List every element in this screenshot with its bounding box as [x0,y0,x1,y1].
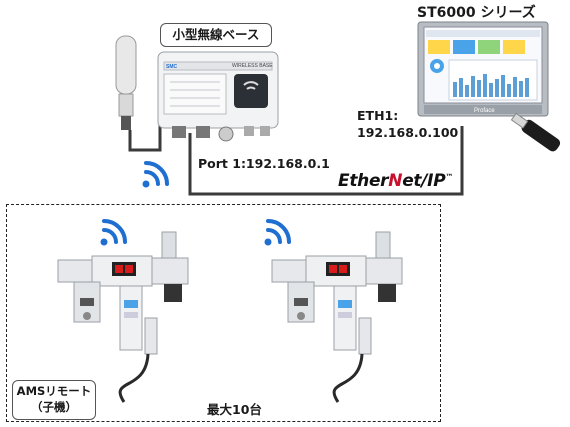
ethernetip-part-c: et/IP [402,171,446,191]
ams-group-box [6,204,441,422]
wifi-icon [264,219,291,246]
ams-remote-unit [57,231,189,403]
max-units-label: 最大10台 [207,402,262,417]
ams-remote-label: AMSリモート （子機） [12,380,96,420]
st6000-hmi [417,21,549,117]
usb-stick-icon [510,112,561,152]
ethernetip-part-a: Ether [338,171,389,191]
ams-line2: （子機） [31,400,77,414]
eth1-line1: ETH1: [357,108,399,123]
ethernetip-part-b: N [388,171,403,191]
ethernetip-part-d: ™ [445,172,454,182]
base-brand-text: SMC [166,64,178,70]
wireless-base-device [157,51,279,142]
eth1-label: ETH1: 192.168.0.100 [357,107,458,141]
wifi-icon [100,219,127,246]
st6000-label: ST6000 シリーズ [417,5,536,21]
port1-label: Port 1:192.168.0.1 [198,156,330,171]
antenna-icon [115,35,137,130]
ams-line1: AMSリモート [16,384,92,398]
hmi-brand: Proface [474,108,495,114]
ams-remote-unit [271,231,403,403]
wireless-base-label: 小型無線ベース [160,23,272,47]
wifi-icon [142,161,169,188]
ethernetip-logo: EtherNet/IP™ [338,171,453,191]
base-header-text: WIRELESS BASE [232,63,273,69]
eth1-line2: 192.168.0.100 [357,125,459,140]
